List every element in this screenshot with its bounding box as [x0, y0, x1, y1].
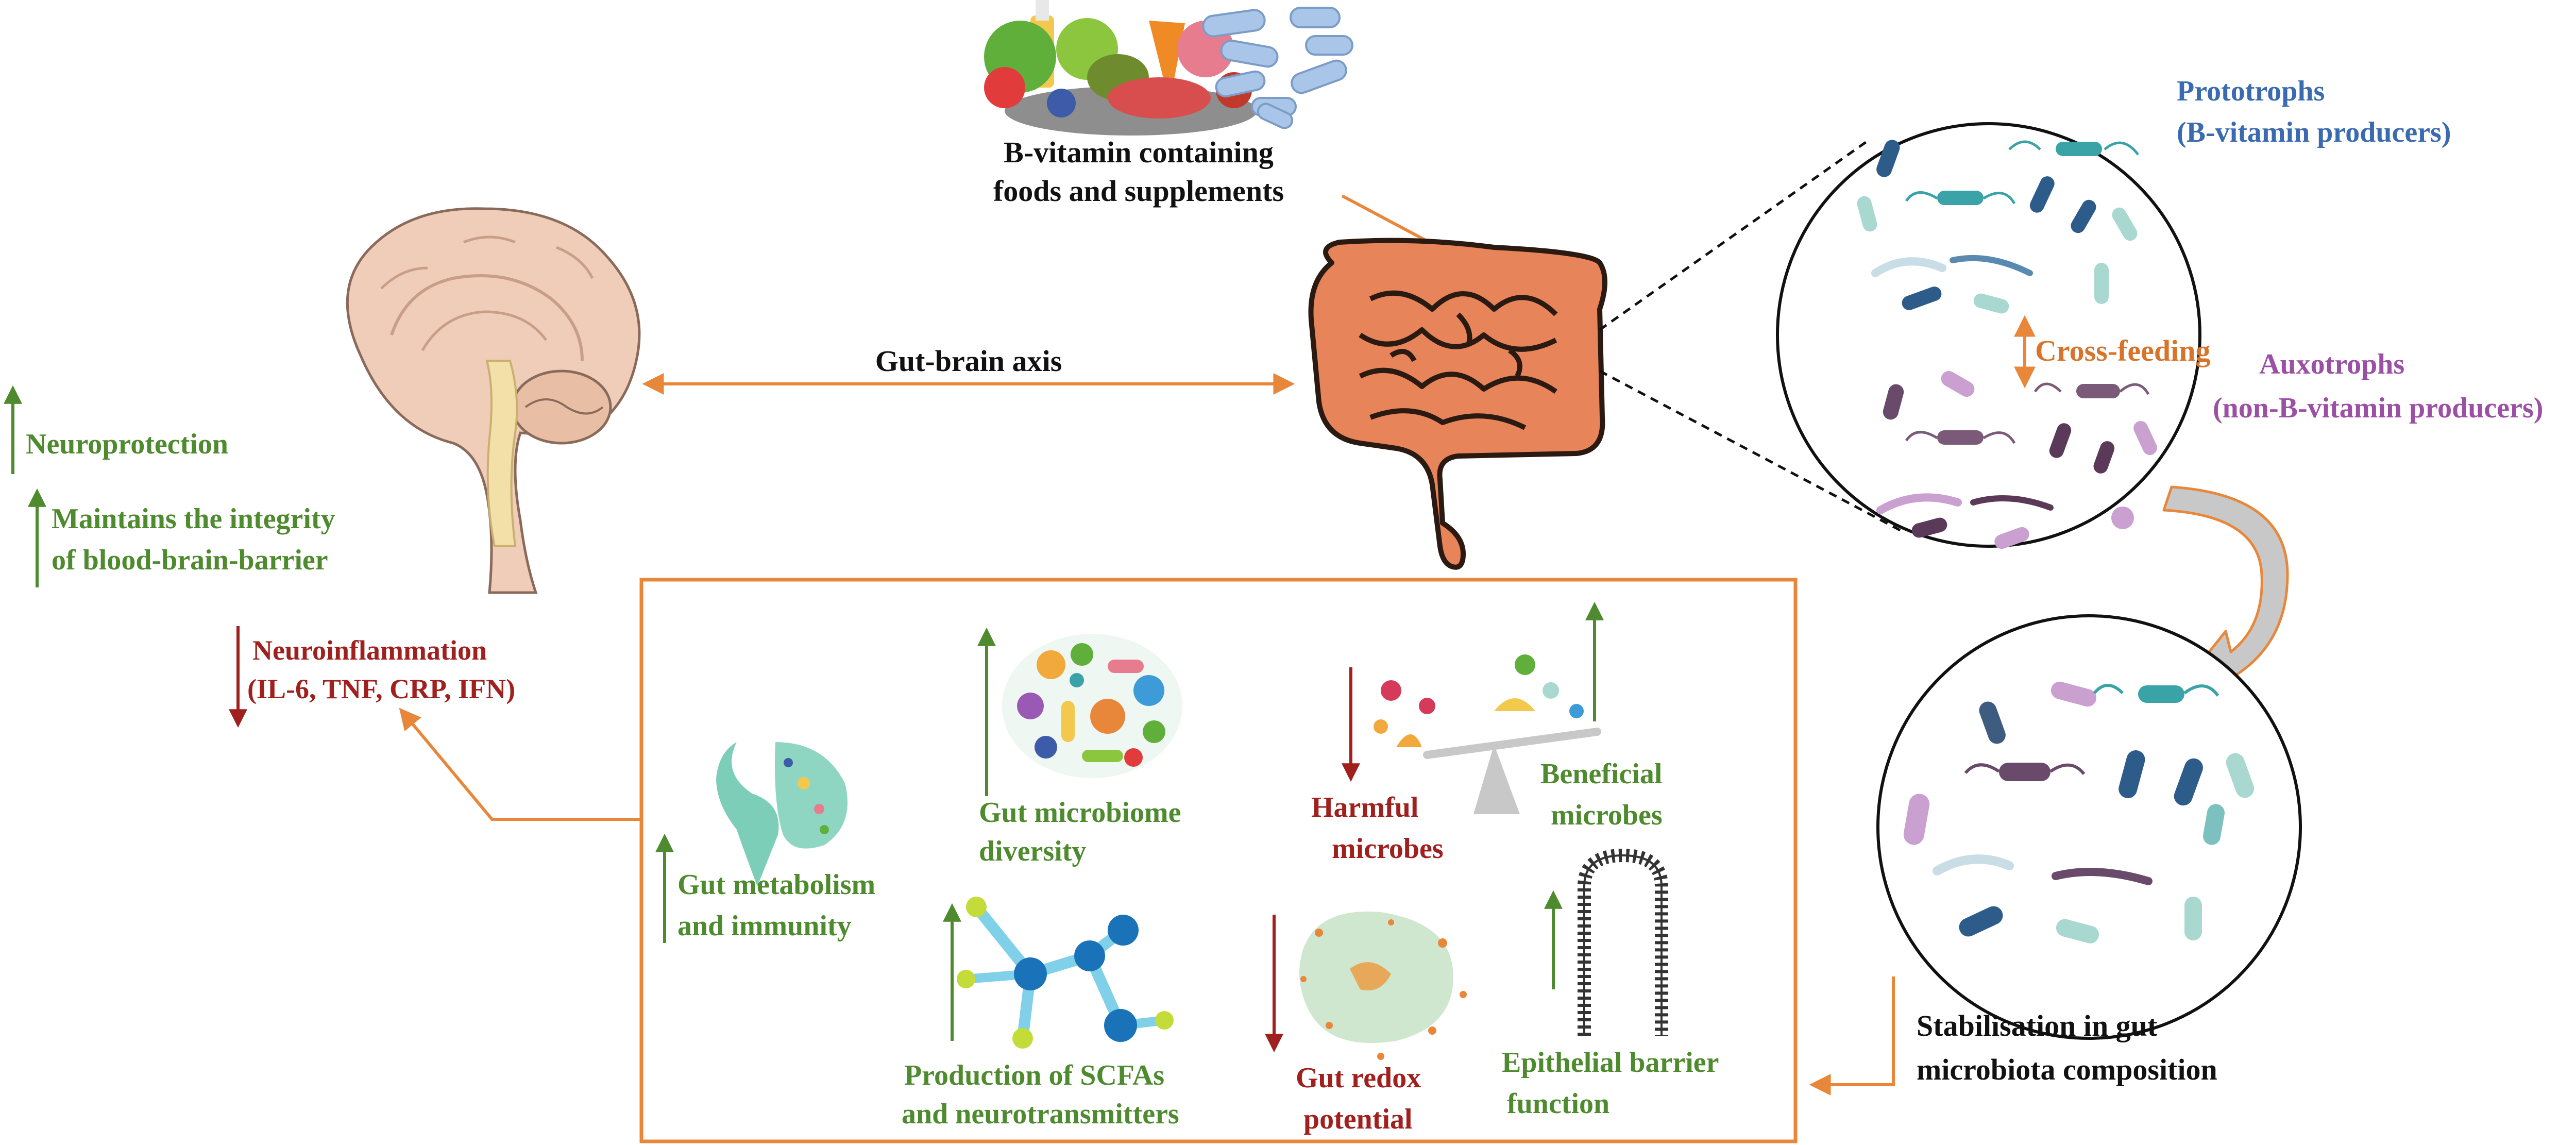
gut-metabolism-label-line2: and immunity [677, 910, 852, 942]
epithelial-villus-outline [1583, 854, 1663, 1036]
auxotrophs-label-line2: (non-B-vitamin producers) [2213, 392, 2543, 424]
food-caption-line2: foods and supplements [993, 174, 1284, 208]
stabilisation-to-box-arrow [1809, 976, 1895, 1096]
neuroprotection-label: Neuroprotection [26, 428, 228, 460]
epithelial-villus-icon [1578, 848, 1668, 1036]
cross-feeding-label: Cross-feeding [2035, 334, 2210, 367]
scfa-label-line1: Production of SCFAs [904, 1059, 1164, 1091]
neuroinflammation-label-line1: Neuroinflammation [252, 635, 487, 666]
box-to-neuroinflammation-arrow [399, 708, 641, 821]
epithelial-label-line2: function [1507, 1088, 1609, 1120]
prototrophs-label-line1: Prototrophs [2177, 75, 2325, 107]
gut-brain-axis-label: Gut-brain axis [875, 344, 1062, 378]
beneficial-label-line1: Beneficial [1540, 758, 1662, 790]
microbiome-label-line2: diversity [979, 835, 1086, 867]
magnify-line-top [1599, 138, 1871, 331]
seesaw-icon [1374, 654, 1601, 814]
integrity-label-line2: of blood-brain-barrier [52, 544, 328, 576]
gut-effects-box [639, 578, 1798, 1143]
beneficial-label-line2: microbes [1551, 799, 1663, 831]
harmful-label-line2: microbes [1332, 833, 1444, 865]
brain-icon [346, 207, 641, 594]
gut-metabolism-label-line1: Gut metabolism [677, 869, 875, 901]
harmful-label-line1: Harmful [1311, 792, 1418, 823]
microbiota-circle-magnified [1776, 122, 2201, 548]
microbiome-cluster-icon [1002, 634, 1182, 778]
food-illustration [984, 0, 1257, 136]
supplement-pills-icon [1202, 7, 1353, 129]
redox-cell-icon [1299, 911, 1467, 1060]
intestine-icon [1308, 238, 1607, 570]
scfa-label-line2: and neurotransmitters [902, 1098, 1179, 1130]
prototrophs-label-line2: (B-vitamin producers) [2177, 116, 2451, 148]
microbiome-label-line1: Gut microbiome [979, 797, 1181, 829]
stabilisation-label-line1: Stabilisation in gut [1917, 1009, 2158, 1042]
prototroph-bacteria [1857, 140, 2139, 314]
neuroinflammation-label-line2: (IL-6, TNF, CRP, IFN) [247, 673, 515, 704]
microbiota-circle-stabilised [1876, 614, 2302, 1040]
stomach-icon [716, 742, 848, 886]
scfa-molecule-icon [957, 897, 1174, 1049]
stabilisation-label-line2: microbiota composition [1917, 1053, 2217, 1086]
epithelial-label-line1: Epithelial barrier [1502, 1047, 1719, 1079]
auxotroph-bacteria [1876, 371, 2157, 549]
food-caption-line1: B-vitamin containing [1004, 136, 1274, 169]
redox-label-line2: potential [1303, 1103, 1413, 1135]
stabilised-bacteria [1903, 681, 2255, 944]
integrity-label-line1: Maintains the integrity [52, 503, 335, 535]
redox-label-line1: Gut redox [1296, 1062, 1421, 1094]
auxotrophs-label-line1: Auxotrophs [2259, 348, 2404, 380]
